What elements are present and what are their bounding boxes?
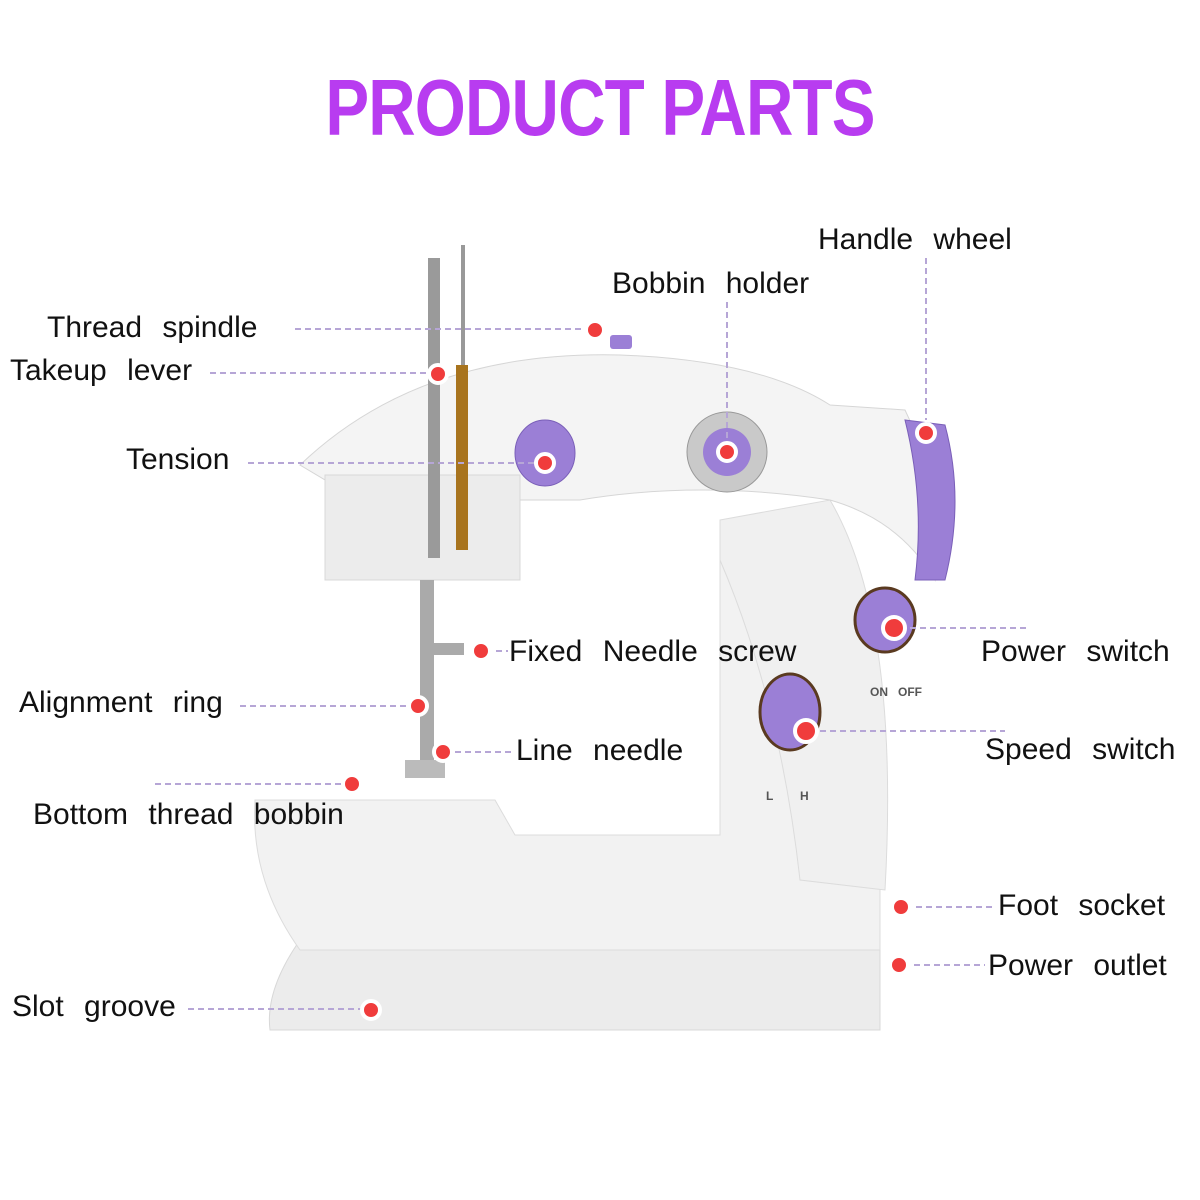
takeup-lever-bar	[456, 365, 468, 550]
thread-spindle-rod	[428, 258, 440, 558]
label-alignment-ring: Alignment ring	[19, 686, 223, 719]
high-mark: H	[800, 789, 809, 803]
dot-bobbin-holder	[716, 441, 738, 463]
leader-lines	[155, 258, 1030, 1010]
page-title: PRODUCT PARTS	[325, 63, 875, 152]
low-mark: L	[766, 789, 773, 803]
dot-thread-spindle	[584, 319, 606, 341]
marker-dots	[341, 319, 937, 1021]
label-line-needle: Line needle	[516, 734, 684, 767]
label-thread-spindle: Thread spindle	[47, 311, 258, 344]
label-power-outlet: Power outlet	[988, 949, 1167, 982]
label-takeup-lever: Takeup lever	[10, 354, 193, 387]
dot-alignment-ring	[407, 695, 429, 717]
label-speed-switch: Speed switch	[985, 733, 1176, 766]
dot-tension	[534, 452, 556, 474]
on-mark: ON	[870, 685, 888, 699]
label-foot-socket: Foot socket	[998, 889, 1166, 922]
off-mark: OFF	[898, 685, 922, 699]
dot-power-switch	[881, 615, 907, 641]
label-fixed-needle-screw: Fixed Needle screw	[509, 635, 797, 668]
dot-bottom-thread-bobbin	[341, 773, 363, 795]
dot-power-outlet	[888, 954, 910, 976]
dot-takeup-lever	[427, 363, 449, 385]
dot-foot-socket	[890, 896, 912, 918]
label-slot-groove: Slot groove	[12, 990, 176, 1023]
needle-bar	[420, 580, 434, 770]
head-front	[324, 474, 521, 581]
label-tension: Tension	[126, 443, 230, 476]
handle-wheel-shape	[904, 419, 956, 581]
machine-base	[268, 939, 881, 1031]
dot-handle-wheel	[915, 422, 937, 444]
dot-speed-switch	[793, 718, 819, 744]
label-power-switch: Power switch	[981, 635, 1170, 668]
dot-line-needle	[432, 741, 454, 763]
dot-slot-groove	[360, 999, 382, 1021]
label-bobbin-holder: Bobbin holder	[612, 267, 810, 300]
dot-fixed-needle-screw	[470, 640, 492, 662]
label-bottom-thread-bobbin: Bottom thread bobbin	[33, 798, 344, 831]
label-handle-wheel: Handle wheel	[818, 223, 1012, 256]
